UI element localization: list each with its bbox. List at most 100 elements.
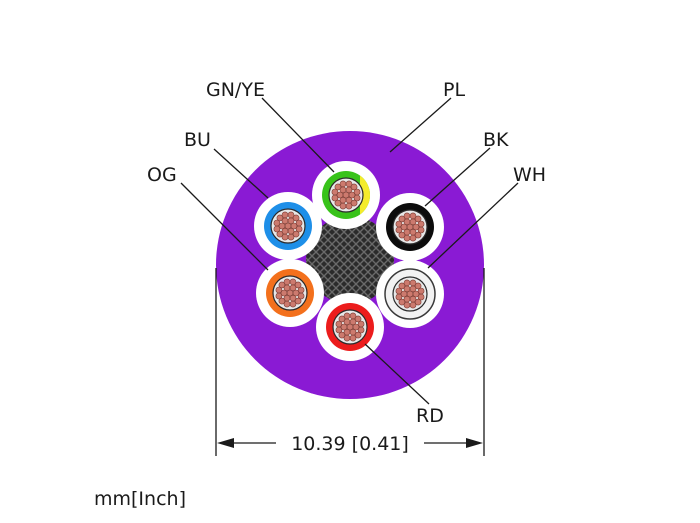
copper-strand xyxy=(334,199,342,207)
copper-strand xyxy=(398,282,406,290)
copper-strands xyxy=(335,312,365,342)
copper-strand xyxy=(412,290,420,298)
core-black xyxy=(381,198,439,256)
copper-strand xyxy=(398,215,406,223)
copper-strand xyxy=(281,211,289,219)
copper-strand xyxy=(417,220,425,228)
copper-strand xyxy=(350,183,358,191)
copper-strand xyxy=(294,281,302,289)
label-bu: BU xyxy=(184,129,211,151)
copper-strand xyxy=(414,298,422,306)
label-gnye: GN/YE xyxy=(206,79,265,101)
copper-strand xyxy=(409,212,417,220)
copper-strand xyxy=(395,220,403,228)
copper-strand xyxy=(417,287,425,295)
copper-strand xyxy=(335,326,343,334)
copper-strand xyxy=(354,331,362,339)
copper-strand xyxy=(289,278,297,286)
copper-strand xyxy=(292,230,300,238)
copper-strand xyxy=(287,233,295,241)
copper-strand xyxy=(338,331,346,339)
copper-strand xyxy=(338,315,346,323)
copper-strand xyxy=(287,211,295,219)
copper-strand xyxy=(403,279,411,287)
copper-strand xyxy=(292,289,300,297)
copper-strand xyxy=(294,297,302,305)
copper-strand xyxy=(273,225,281,233)
center-filler xyxy=(306,216,394,304)
label-wh: WH xyxy=(513,164,546,186)
copper-strand xyxy=(403,234,411,242)
copper-strand xyxy=(331,188,339,196)
copper-strand xyxy=(400,290,408,298)
copper-strand xyxy=(340,323,348,331)
label-bk: BK xyxy=(483,129,509,151)
copper-strand xyxy=(352,323,360,331)
copper-strand xyxy=(334,183,342,191)
copper-strand xyxy=(354,315,362,323)
label-og: OG xyxy=(147,164,177,186)
copper-strand xyxy=(357,320,365,328)
copper-strand xyxy=(349,312,357,320)
copper-strand xyxy=(409,301,417,309)
copper-strand xyxy=(343,334,351,342)
copper-strands xyxy=(331,180,361,210)
copper-strands xyxy=(275,278,305,308)
copper-strand xyxy=(289,300,297,308)
copper-strand xyxy=(278,281,286,289)
copper-strand xyxy=(414,231,422,239)
copper-strand xyxy=(348,191,356,199)
copper-strands xyxy=(395,212,425,242)
copper-strand xyxy=(281,233,289,241)
copper-strand xyxy=(273,219,281,227)
copper-strand xyxy=(414,215,422,223)
copper-strand xyxy=(336,191,344,199)
copper-strand xyxy=(278,297,286,305)
copper-strand xyxy=(339,180,347,188)
copper-strand xyxy=(349,334,357,342)
copper-strand xyxy=(398,298,406,306)
copper-strand xyxy=(335,320,343,328)
copper-strand xyxy=(295,219,303,227)
copper-strands xyxy=(395,279,425,309)
copper-strand xyxy=(278,222,286,230)
copper-strand xyxy=(290,222,298,230)
copper-strand xyxy=(283,278,291,286)
copper-strand xyxy=(280,289,288,297)
copper-strand xyxy=(345,180,353,188)
copper-strand xyxy=(395,226,403,234)
copper-strand xyxy=(297,286,305,294)
copper-strand xyxy=(398,231,406,239)
copper-strand xyxy=(350,199,358,207)
copper-strand xyxy=(400,223,408,231)
units-label: mm[Inch] xyxy=(94,488,186,510)
copper-strand xyxy=(339,202,347,210)
copper-strand xyxy=(345,202,353,210)
copper-strand xyxy=(395,293,403,301)
copper-strand xyxy=(412,223,420,231)
label-rd: RD xyxy=(416,405,444,427)
copper-strand xyxy=(414,282,422,290)
dimension-label: 10.39 [0.41] xyxy=(291,433,409,455)
copper-strand xyxy=(275,286,283,294)
copper-strand xyxy=(409,234,417,242)
copper-strand xyxy=(395,287,403,295)
copper-strands xyxy=(273,211,303,241)
copper-strand xyxy=(276,230,284,238)
copper-strand xyxy=(403,212,411,220)
dimension-line xyxy=(215,268,485,456)
core-blue xyxy=(259,197,317,255)
core-orange xyxy=(261,264,319,322)
core-gnye xyxy=(317,166,375,224)
copper-strand xyxy=(343,312,351,320)
label-pl: PL xyxy=(443,79,465,101)
core-red xyxy=(321,298,379,356)
copper-strand xyxy=(276,214,284,222)
copper-strand xyxy=(403,301,411,309)
copper-strand xyxy=(283,300,291,308)
copper-strand xyxy=(275,292,283,300)
core-white xyxy=(381,265,439,323)
copper-strand xyxy=(331,194,339,202)
copper-strand xyxy=(292,214,300,222)
